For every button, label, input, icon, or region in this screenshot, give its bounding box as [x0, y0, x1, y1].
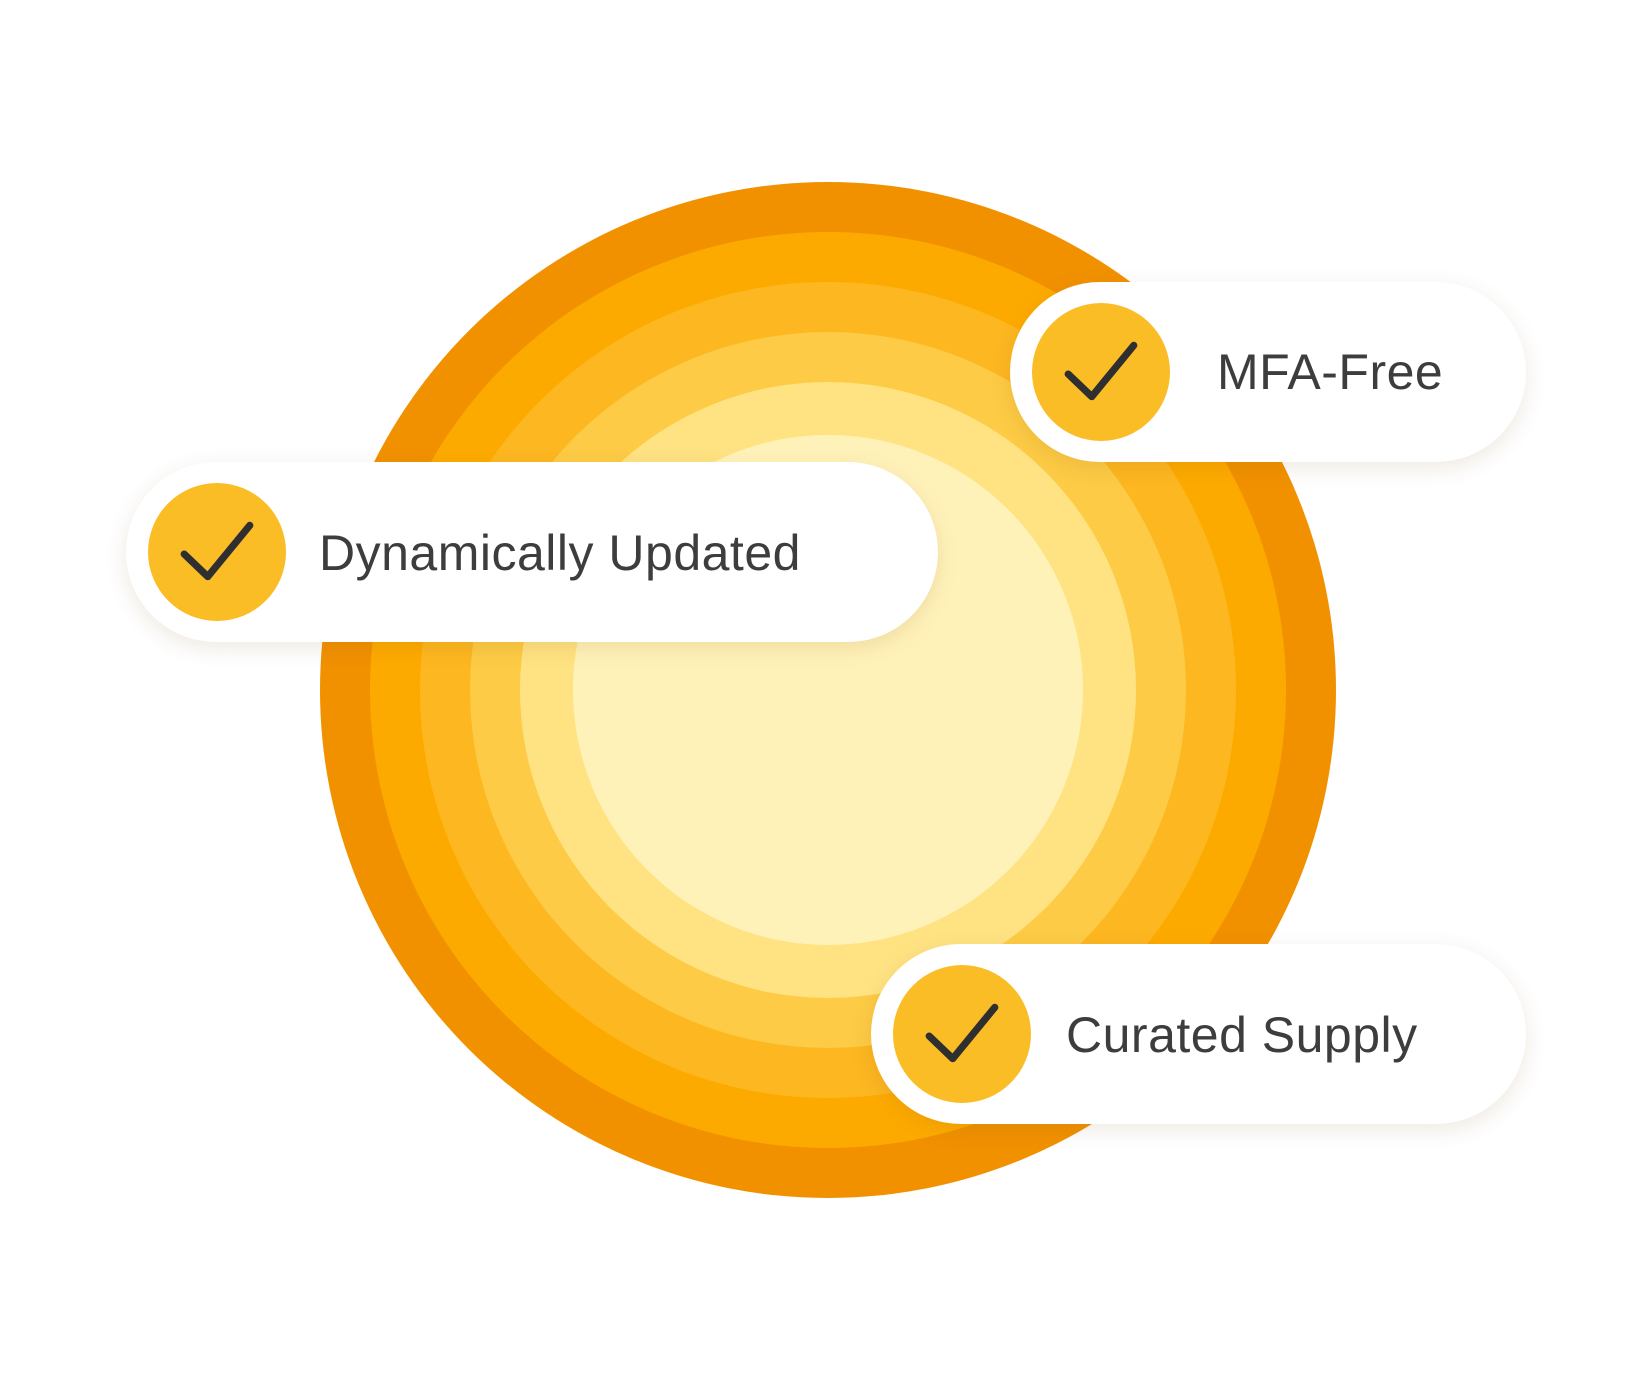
check-icon	[1032, 303, 1170, 441]
feature-pill-mfa-free: MFA-Free	[1010, 282, 1526, 462]
feature-label: MFA-Free	[1217, 344, 1444, 400]
check-icon	[148, 483, 286, 621]
check-icon	[893, 965, 1031, 1103]
feature-pill-dynamically-updated: Dynamically Updated	[126, 462, 938, 642]
feature-pill-curated-supply: Curated Supply	[871, 944, 1526, 1124]
feature-label: Dynamically Updated	[319, 525, 801, 581]
feature-label: Curated Supply	[1066, 1007, 1418, 1063]
